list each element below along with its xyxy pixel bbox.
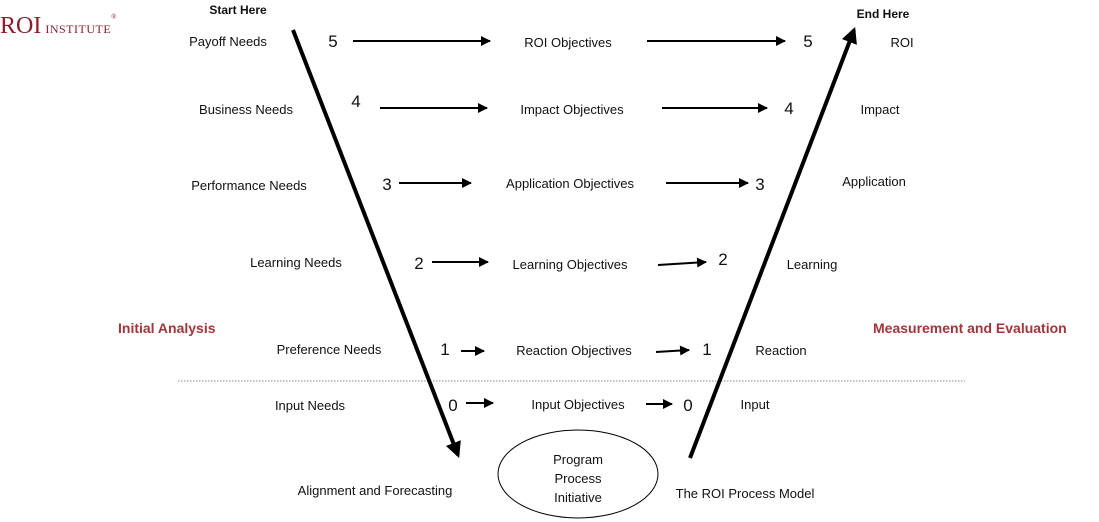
level-number-right: 0 [683, 396, 693, 415]
need-label: Business Needs [199, 102, 293, 117]
alignment-forecasting-label: Alignment and Forecasting [297, 483, 453, 498]
objective-label: Application Objectives [506, 176, 634, 191]
level-number-left: 3 [382, 175, 392, 194]
need-label: Input Needs [274, 398, 346, 413]
objective-label: Input Objectives [531, 397, 625, 412]
level-number-right: 5 [803, 32, 813, 51]
need-label: Payoff Needs [189, 34, 267, 49]
evaluation-label: Input [740, 397, 770, 412]
objective-label: Impact Objectives [520, 102, 624, 117]
start-diagonal-arrow [291, 29, 461, 458]
initial-analysis-label: Initial Analysis [118, 320, 216, 336]
evaluation-label: Application [842, 174, 906, 189]
evaluation-label: Reaction [755, 343, 807, 358]
program-oval-text: Program Process Initiative [553, 450, 603, 507]
arrow-2-right [657, 257, 707, 268]
measurement-evaluation-label: Measurement and Evaluation [873, 320, 1067, 336]
level-number-left: 4 [351, 92, 361, 111]
level-number-left: 5 [328, 32, 338, 51]
model-title: The ROI Process Model [675, 486, 815, 501]
oval-line: Program [553, 452, 603, 467]
arrow-1-right [655, 345, 690, 356]
start-here-label: Start Here [209, 3, 267, 17]
end-here-label: End Here [856, 7, 910, 21]
evaluation-label: Learning [786, 257, 838, 272]
end-diagonal-arrow [688, 27, 857, 459]
objective-label: Learning Objectives [512, 257, 628, 272]
level-number-right: 4 [784, 99, 794, 118]
objective-label: Reaction Objectives [516, 343, 632, 358]
program-oval [497, 429, 659, 519]
level-number-right: 2 [718, 250, 728, 269]
need-label: Performance Needs [191, 178, 307, 193]
level-number-right: 3 [755, 175, 765, 194]
need-label: Preference Needs [276, 342, 382, 357]
level-number-right: 1 [702, 340, 712, 359]
objective-label: ROI Objectives [524, 35, 612, 50]
oval-line: Process [554, 471, 602, 486]
oval-line: Initiative [554, 490, 602, 505]
level-number-left: 1 [440, 340, 450, 359]
level-number-left: 2 [414, 254, 424, 273]
need-label: Learning Needs [250, 255, 342, 270]
roi-institute-logo: ROI INSTITUTE® [0, 13, 117, 39]
evaluation-label: ROI [890, 35, 914, 50]
level-number-left: 0 [448, 396, 458, 415]
evaluation-label: Impact [860, 102, 900, 117]
